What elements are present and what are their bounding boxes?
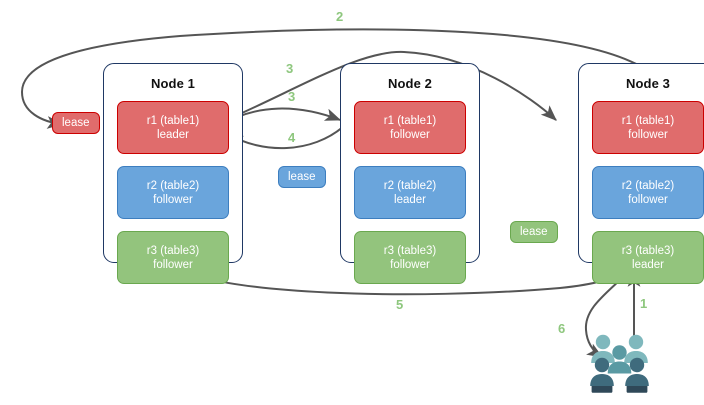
node-2-replica-r2-role: leader (394, 193, 426, 206)
node-2-replica-r3-role: follower (390, 258, 430, 271)
clients-shadow-row (591, 386, 648, 393)
node-3-replica-r3-role: leader (632, 258, 664, 271)
step-label-4: 4 (288, 130, 296, 145)
node-3-title: Node 3 (626, 76, 670, 91)
step-label-3b: 3 (288, 89, 296, 104)
node-3-replica-r1-name: r1 (table1) (621, 114, 675, 127)
step-label-1: 1 (640, 296, 648, 311)
clients-front-row (590, 357, 649, 386)
node-1-replica-r1-name: r1 (table1) (146, 114, 200, 127)
step-label-5: 5 (396, 297, 404, 312)
node-1-replicas: r1 (table1) leader r2 (table2) follower … (104, 93, 242, 296)
node-3-replica-r3-name: r3 (table3) (621, 244, 675, 257)
node-2-replica-r1[interactable]: r1 (table1) follower (354, 101, 466, 154)
node-1-replica-r2-name: r2 (table2) (146, 179, 200, 192)
node-2-replica-r3[interactable]: r3 (table3) follower (354, 231, 466, 284)
node-2-replica-r1-name: r1 (table1) (383, 114, 437, 127)
node-3-replicas: r1 (table1) follower r2 (table2) followe… (579, 93, 704, 296)
node-1-replica-r2[interactable]: r2 (table2) follower (117, 166, 229, 219)
node-3-replica-r2[interactable]: r2 (table2) follower (592, 166, 704, 219)
node-1-title: Node 1 (151, 76, 195, 91)
arrow-step-4-node2-to-node1 (226, 125, 345, 150)
node-1-replica-r2-role: follower (153, 193, 193, 206)
node-2-replica-r2[interactable]: r2 (table2) leader (354, 166, 466, 219)
node-2-title: Node 2 (388, 76, 432, 91)
lease-tag-blue[interactable]: lease (278, 166, 326, 188)
step-label-2: 2 (336, 9, 344, 24)
node-3-replica-r2-role: follower (628, 193, 668, 206)
node-2-replicas: r1 (table1) follower r2 (table2) leader … (341, 93, 479, 296)
node-3-replica-r1[interactable]: r1 (table1) follower (592, 101, 704, 154)
node-1-replica-r3-role: follower (153, 258, 193, 271)
node-1-replica-r3-name: r3 (table3) (146, 244, 200, 257)
node-2-replica-r3-name: r3 (table3) (383, 244, 437, 257)
step-label-3a: 3 (286, 61, 294, 76)
node-3-replica-r1-role: follower (628, 128, 668, 141)
node-3-replica-r2-name: r2 (table2) (621, 179, 675, 192)
node-1-replica-r1-role: leader (157, 128, 189, 141)
lease-tag-green[interactable]: lease (510, 221, 558, 243)
node-1-replica-r1[interactable]: r1 (table1) leader (117, 101, 229, 154)
node-card-1[interactable]: Node 1 r1 (table1) leader r2 (table2) fo… (103, 63, 243, 284)
lease-tag-red[interactable]: lease (52, 112, 100, 134)
node-1-replica-r3[interactable]: r3 (table3) follower (117, 231, 229, 284)
node-card-3[interactable]: Node 3 r1 (table1) follower r2 (table2) … (578, 63, 704, 284)
node-card-2[interactable]: Node 2 r1 (table1) follower r2 (table2) … (340, 63, 480, 284)
step-label-6: 6 (558, 321, 566, 336)
node-3-replica-r3[interactable]: r3 (table3) leader (592, 231, 704, 284)
node-2-replica-r2-name: r2 (table2) (383, 179, 437, 192)
node-2-replica-r1-role: follower (390, 128, 430, 141)
people-group-icon[interactable] (588, 333, 660, 395)
